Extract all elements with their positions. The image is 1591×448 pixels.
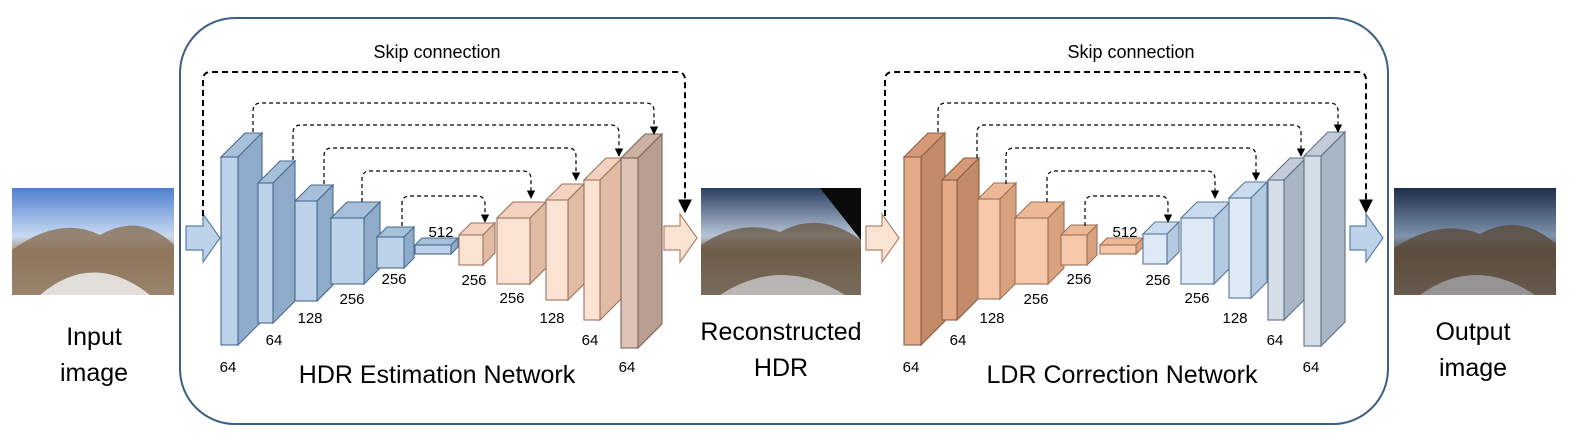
hdr-layer-block-11 [619,132,664,350]
input-image [12,188,174,295]
ldr-network-title: LDR Correction Network [987,361,1258,389]
ldr-skip-4 [1046,170,1220,202]
skip-connections [202,71,1373,226]
ldr-layer-block-3 [976,181,1018,301]
ldr-layer-block-6 [1098,236,1145,256]
hdr-estimation-layers: 64 64 128 256 256 512 256 256 128 64 64 [219,131,664,376]
reconstructed-to-ldr-arrow [865,212,900,264]
input-label-line2: image [60,359,128,387]
hdr-layer-channel-label-2: 64 [266,332,283,349]
hdr-layer-block-9 [544,182,586,302]
ldr-layer-channel-label-6: 512 [1112,224,1137,241]
network-frame [179,17,1389,425]
output-arrow [1349,212,1384,264]
reconstructed-hdr-image [701,188,861,295]
hdr-layer-channel-label-9: 128 [539,310,564,327]
hdr-skip-2 [292,124,624,160]
hdr-layer-block-8 [495,200,548,286]
hdr-layer-channel-label-10: 64 [582,332,599,349]
ldr-layer-block-1 [902,131,947,347]
hdr-layer-channel-label-11: 64 [619,359,636,376]
hdr-network-title: HDR Estimation Network [299,361,576,389]
ldr-skip-5 [1084,195,1173,226]
hdr-layer-block-2 [256,159,297,325]
input-label-line1: Input [66,323,122,351]
skip-connection-label-right: Skip connection [1067,42,1194,62]
hdr-layer-channel-label-8: 256 [499,290,524,307]
ldr-layer-channel-label-10: 64 [1267,332,1284,349]
hdr-layer-block-3 [293,183,335,303]
hdr-layer-channel-label-5: 256 [381,271,406,288]
ldr-layer-block-2 [940,156,981,322]
hdr-skip-1 [252,102,659,135]
hdr-to-reconstructed-arrow [663,212,698,264]
output-label-line2: image [1439,354,1507,382]
hdr-layer-block-1 [219,131,264,347]
ldr-skip-3 [1005,147,1261,184]
hdr-layer-channel-label-6: 512 [428,224,453,241]
ldr-correction-layers: 64 64 128 256 256 512 256 256 128 64 64 [902,130,1347,376]
ldr-skip-1 [937,102,1343,133]
input-arrow [185,212,221,264]
ldr-layer-channel-label-11: 64 [1303,359,1320,376]
ldr-layer-block-11 [1302,130,1347,348]
hdr-skip-outer [202,71,692,216]
ldr-skip-outer [884,71,1373,216]
ldr-skip-2 [976,124,1306,158]
ldr-layer-block-4 [1013,200,1066,286]
hdr-layer-block-4 [329,200,382,286]
output-image [1394,188,1556,295]
reconstructed-label-line1: Reconstructed [700,318,861,346]
ldr-layer-channel-label-7: 256 [1145,272,1170,289]
skip-connection-label-left: Skip connection [373,42,500,62]
ldr-layer-channel-label-5: 256 [1066,271,1091,288]
reconstructed-label-line2: HDR [754,354,808,382]
hdr-skip-5 [401,195,490,226]
hdr-layer-channel-label-3: 128 [297,310,322,327]
hdr-layer-block-5 [375,225,416,270]
ldr-layer-channel-label-9: 128 [1222,310,1247,327]
hdr-skip-3 [323,147,581,184]
hdr-layer-channel-label-1: 64 [220,359,237,376]
ldr-layer-block-7 [1141,220,1181,266]
ldr-layer-block-9 [1227,180,1269,300]
hdr-skip-4 [361,170,536,202]
ldr-layer-block-5 [1059,223,1099,267]
ldr-layer-block-10 [1266,156,1308,322]
hdr-layer-channel-label-7: 256 [461,272,486,289]
hdr-layer-channel-label-4: 256 [339,291,364,308]
ldr-layer-channel-label-4: 256 [1023,291,1048,308]
ldr-layer-channel-label-8: 256 [1184,290,1209,307]
hdr-layer-block-7 [457,221,497,267]
output-label-line1: Output [1435,318,1510,346]
ldr-layer-channel-label-2: 64 [950,332,967,349]
hdr-layer-block-6 [413,236,460,256]
hdr-layer-block-10 [582,156,624,322]
ldr-layer-channel-label-1: 64 [903,359,920,376]
ldr-layer-block-8 [1179,200,1232,286]
ldr-layer-channel-label-3: 128 [979,310,1004,327]
